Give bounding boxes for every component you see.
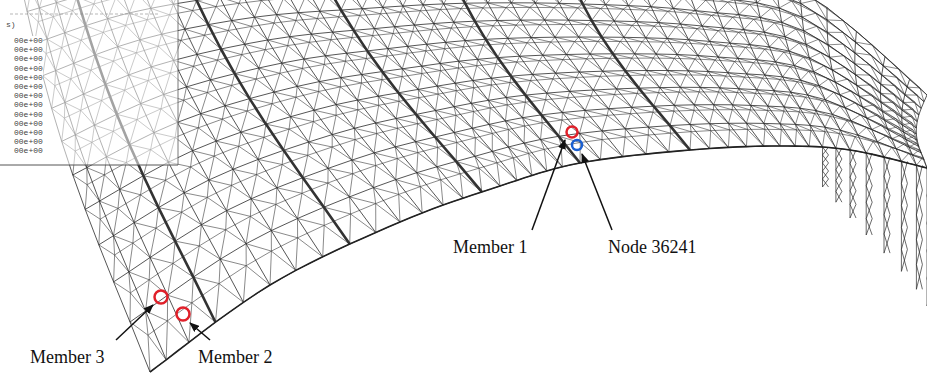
leader-arrow [190, 323, 210, 340]
legend-value: 00e+00 [14, 36, 43, 45]
member-label: Member 2 [196, 347, 274, 367]
legend-value: 00e+00 [14, 146, 43, 155]
legend-value: 00e+00 [14, 100, 43, 109]
node-marker [572, 140, 582, 150]
node-label: Node 36241 [606, 237, 699, 257]
leader-arrow [532, 140, 565, 230]
member-label: Member 3 [28, 347, 106, 367]
legend-text: s) [6, 20, 16, 29]
truss-rib-ends [823, 147, 927, 306]
legend-value: 00e+00 [14, 82, 43, 91]
legend-value: 00e+00 [14, 119, 43, 128]
member-marker [567, 127, 578, 138]
truss-edge-chord [150, 146, 927, 372]
legend-frame [0, 0, 178, 165]
legend-value: 00e+00 [14, 110, 43, 119]
leader-arrow [116, 305, 153, 340]
legend-value: 00e+00 [14, 64, 43, 73]
member-marker [155, 291, 168, 304]
member-marker [177, 308, 190, 321]
member-label: Member 1 [451, 237, 529, 257]
highlight-circles [155, 127, 583, 321]
legend-value: 00e+00 [14, 91, 43, 100]
legend-value: 00e+00 [14, 54, 43, 63]
leader-arrows [116, 140, 612, 340]
legend-value: 00e+00 [14, 73, 43, 82]
legend-value: 00e+00 [14, 128, 43, 137]
legend-value: 00e+00 [14, 137, 43, 146]
legend-value: 00e+00 [14, 45, 43, 54]
leader-arrow [582, 154, 612, 230]
